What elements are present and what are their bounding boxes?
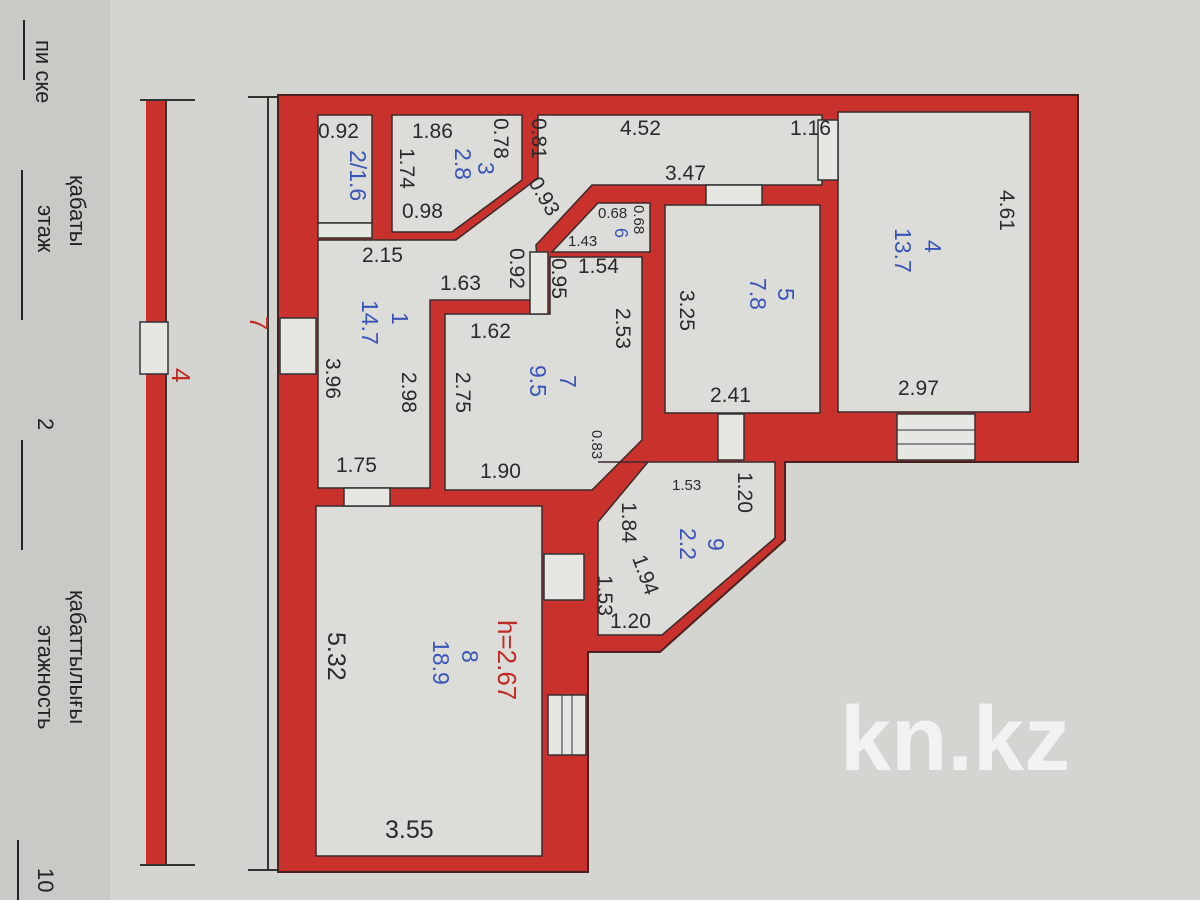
dimension-label: 1.43 (568, 233, 597, 250)
room-4-number: 4 (920, 240, 946, 253)
room-8-number: 8 (457, 650, 483, 663)
window (279, 317, 317, 375)
floor-label-kz: қабаты (65, 175, 90, 247)
dimension-label: 2.53 (611, 308, 634, 349)
window (896, 413, 976, 461)
door (717, 413, 745, 461)
room-2-floor (317, 114, 373, 224)
dimension-label: 2.98 (397, 372, 420, 413)
outer-width-label: 7 (244, 316, 274, 330)
dimension-label: 4.52 (620, 117, 661, 140)
room-9-area: 2.2 (675, 528, 701, 560)
dimension-label: 1.75 (336, 454, 377, 477)
dimension-label: 0.83 (588, 430, 605, 459)
room-1-area: 14.7 (357, 300, 383, 345)
room-3-floor (391, 114, 523, 233)
watermark: kn.kz (840, 688, 1070, 790)
dimension-label: 1.86 (412, 120, 453, 143)
dimension-label: 1.84 (617, 502, 640, 543)
side-top-fragment: пи ске (31, 40, 56, 103)
room-1-number: 1 (387, 312, 413, 325)
dimension-label: 1.53 (672, 477, 701, 494)
room-9-floor (597, 461, 776, 636)
dimension-label: 2.41 (710, 384, 751, 407)
room-5-floor (664, 204, 821, 414)
dimension-label: 1.74 (395, 148, 418, 189)
room-6-floor (550, 202, 651, 253)
room-5-area: 7.8 (745, 278, 771, 310)
floors-label-ru: этажность (33, 625, 58, 729)
dimension-label: 5.32 (322, 632, 350, 681)
door (529, 251, 549, 315)
room-9-number: 9 (703, 538, 729, 551)
door (817, 119, 839, 181)
outer-depth-label: 4 (166, 368, 196, 382)
openings (279, 119, 976, 756)
room-7-area: 9.5 (525, 365, 551, 397)
dimension-label: 1.62 (470, 320, 511, 343)
room-7-floor (444, 256, 643, 491)
window (547, 694, 587, 756)
dimension-label: 0.68 (598, 205, 627, 222)
ceiling-height-label: h=2.67 (492, 620, 522, 700)
dimension-label: 1.20 (610, 610, 651, 633)
room-4-area: 13.7 (890, 228, 916, 273)
dimension-label: 0.92 (505, 248, 528, 289)
side-panel-text: пи ске қабаты этаж 2 қабаттылығы этажнос… (17, 20, 90, 900)
dimension-label: 1.16 (790, 117, 831, 140)
hall-floor (317, 114, 823, 489)
dimension-label: 1.90 (480, 460, 521, 483)
door (705, 184, 763, 206)
door (317, 222, 373, 239)
room-3-number: 3 (473, 162, 499, 175)
dimension-label: 3.96 (321, 358, 344, 399)
outer-dimension-lines: 4 7 (139, 96, 290, 871)
dimension-label: 1.53 (593, 575, 616, 616)
dimension-label: 1.63 (440, 272, 481, 295)
dimension-label: 0.92 (318, 120, 359, 143)
dimension-label: 0.81 (527, 118, 550, 159)
dimension-label: 0.78 (489, 118, 512, 159)
dimension-label: 2.15 (362, 244, 403, 267)
floor-value: 2 (33, 418, 58, 430)
dimension-label: 0.95 (547, 258, 570, 299)
dimension-label: 3.25 (675, 290, 698, 331)
dimension-label: 3.47 (665, 162, 706, 185)
room-labels: 2/1.6 2.8 3 14.7 1 13.7 4 7.8 5 6 9.5 7 … (345, 148, 946, 700)
door (343, 487, 391, 507)
room-6-number: 6 (611, 228, 631, 238)
dimension-labels: 0.92 1.86 0.78 0.81 4.52 1.16 1.74 0.98 … (318, 117, 1018, 844)
room-8-area: 18.9 (428, 640, 454, 685)
dimension-label: 4.61 (995, 190, 1018, 231)
dimension-label: 3.55 (385, 816, 434, 844)
dimension-label: 0.98 (402, 200, 443, 223)
door (543, 553, 585, 601)
floors-value: 10 (33, 868, 58, 892)
room-7-number: 7 (555, 375, 581, 388)
dimension-label: 2.97 (898, 377, 939, 400)
floors-label-kz: қабаттылығы (65, 590, 90, 724)
dimension-label: 2.75 (451, 372, 474, 413)
room-4-floor (837, 111, 1031, 413)
room-2-label: 2/1.6 (345, 150, 371, 201)
rooms (315, 111, 1031, 857)
room-3-area: 2.8 (450, 148, 476, 180)
room-8-floor (315, 505, 543, 857)
dimension-label: 1.20 (733, 472, 756, 513)
floor-label-ru: этаж (33, 205, 58, 253)
dimension-label: 0.68 (630, 205, 647, 234)
room-5-number: 5 (773, 288, 799, 301)
side-panel (0, 0, 110, 900)
dimension-label: 1.54 (578, 255, 619, 278)
